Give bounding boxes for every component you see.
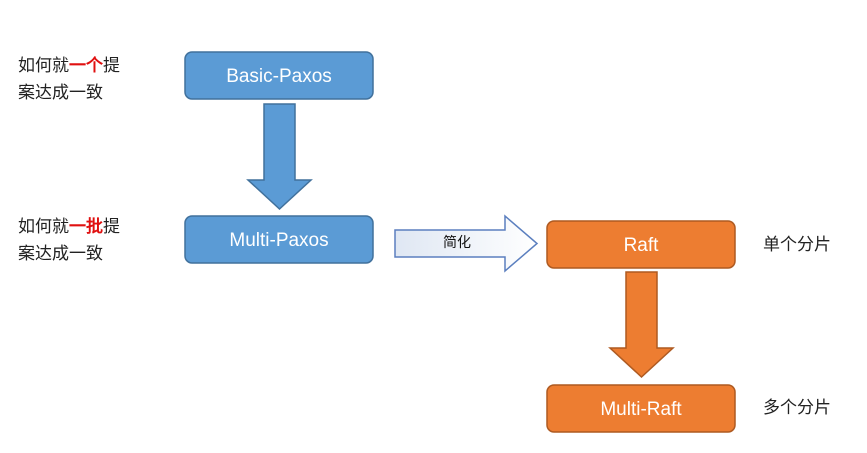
arrow-raft-to-multi-raft [608, 271, 675, 379]
node-raft: Raft [546, 220, 736, 269]
arrow-simplify: 简化 [394, 214, 539, 273]
node-basic-paxos: Basic-Paxos [184, 51, 374, 100]
node-raft-label: Raft [624, 235, 660, 256]
node-multi-raft-label: Multi-Raft [600, 399, 682, 420]
note-multi-shard: 多个分片 [763, 398, 831, 418]
note-batch-proposal-line2: 案达成一致 [18, 244, 103, 264]
node-multi-raft: Multi-Raft [546, 384, 736, 433]
node-multi-paxos: Multi-Paxos [184, 215, 374, 264]
node-multi-paxos-label: Multi-Paxos [229, 230, 328, 251]
note-single-shard: 单个分片 [763, 235, 831, 255]
arrow-simplify-label: 简化 [443, 234, 471, 251]
note-batch-proposal-line1: 如何就一批提 [18, 216, 120, 237]
node-basic-paxos-label: Basic-Paxos [226, 66, 332, 87]
note-one-proposal-line2: 案达成一致 [18, 83, 103, 103]
note-one-proposal-line1: 如何就一个提 [18, 55, 120, 76]
arrow-basic-to-multi-paxos [246, 103, 313, 211]
